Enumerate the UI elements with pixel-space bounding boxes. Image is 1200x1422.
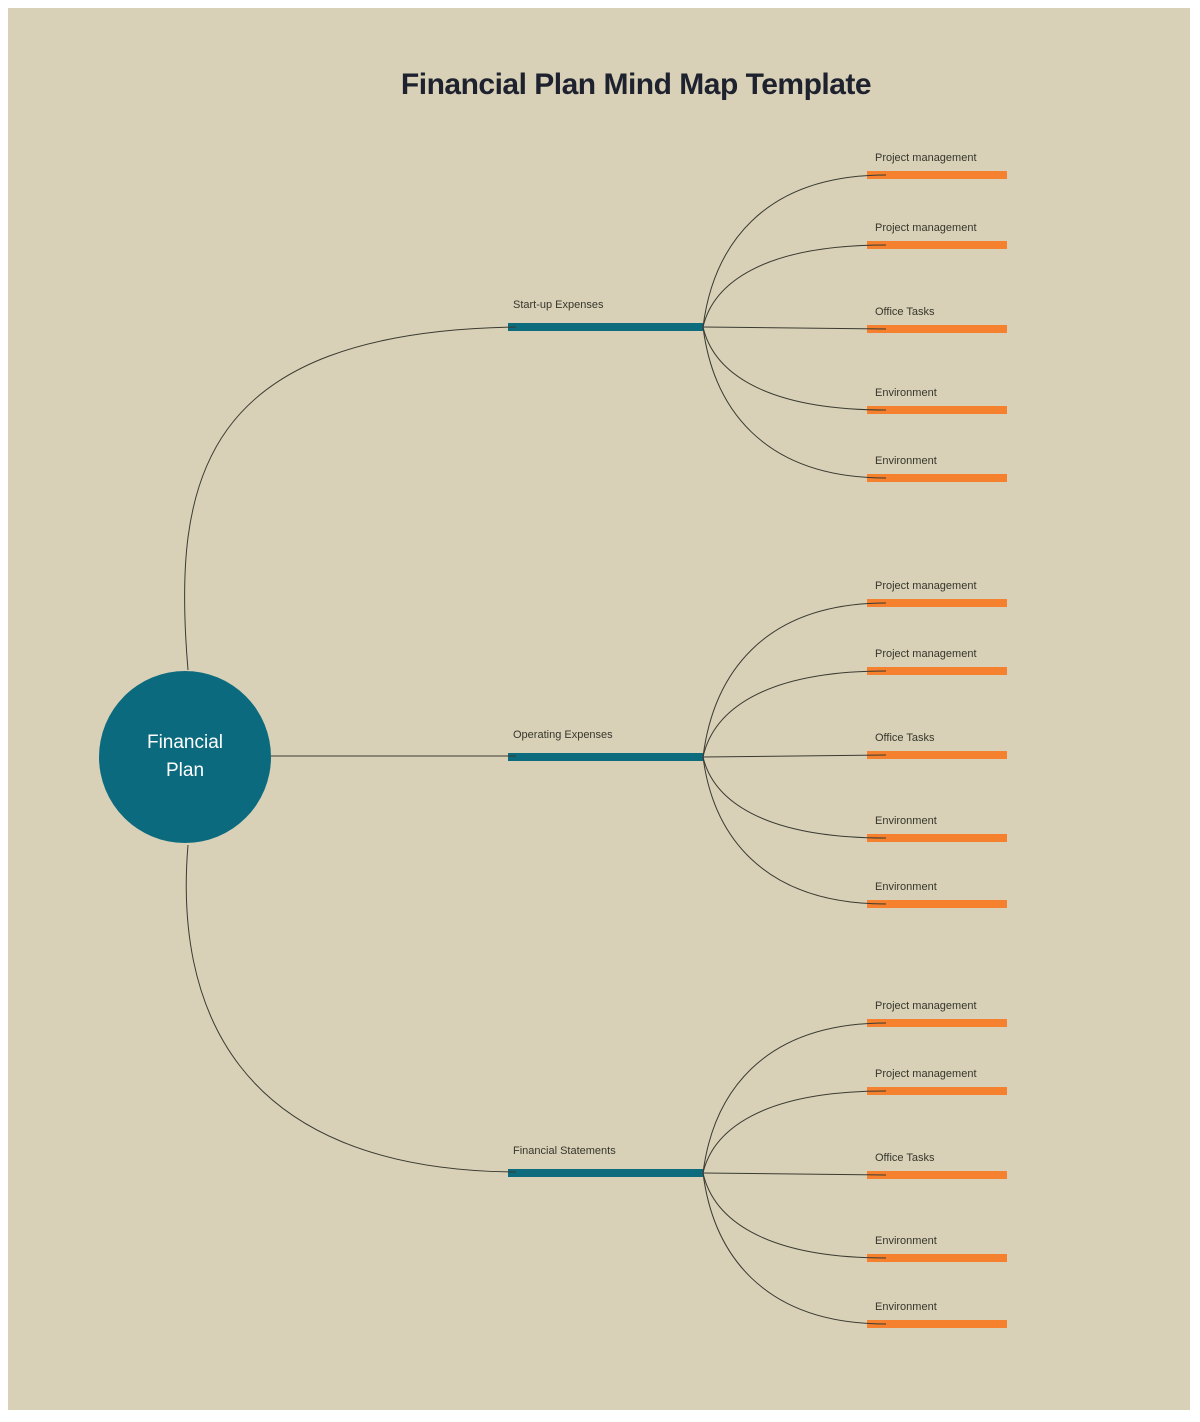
leaf-node-bar[interactable] [867, 599, 1007, 607]
leaf-node-label[interactable]: Project management [875, 648, 977, 660]
branch-node-bar[interactable] [508, 323, 703, 331]
branch-node-label[interactable]: Financial Statements [513, 1145, 616, 1157]
leaf-node-bar[interactable] [867, 1320, 1007, 1328]
leaf-node-bar[interactable] [867, 1087, 1007, 1095]
branch-node-bar[interactable] [508, 1169, 703, 1177]
leaf-node-label[interactable]: Environment [875, 455, 937, 467]
leaf-node-bar[interactable] [867, 325, 1007, 333]
root-node-financial-plan[interactable]: Financial Plan [99, 671, 271, 843]
branch-node-label[interactable]: Start-up Expenses [513, 299, 604, 311]
leaf-node-bar[interactable] [867, 1254, 1007, 1262]
leaf-node-bar[interactable] [867, 171, 1007, 179]
leaf-node-bar[interactable] [867, 667, 1007, 675]
diagram-title: Financial Plan Mind Map Template [400, 68, 872, 101]
branch-node-bar[interactable] [508, 753, 703, 761]
leaf-node-label[interactable]: Office Tasks [875, 1152, 935, 1164]
leaf-node-bar[interactable] [867, 1019, 1007, 1027]
leaf-node-bar[interactable] [867, 751, 1007, 759]
leaf-node-label[interactable]: Project management [875, 1068, 977, 1080]
root-node-label: Financial Plan [146, 732, 224, 781]
leaf-node-label[interactable]: Project management [875, 152, 977, 164]
leaf-node-bar[interactable] [867, 406, 1007, 414]
leaf-node-bar[interactable] [867, 241, 1007, 249]
leaf-node-label[interactable]: Project management [875, 580, 977, 592]
leaf-node-label[interactable]: Environment [875, 387, 937, 399]
leaf-node-label[interactable]: Project management [875, 222, 977, 234]
leaf-node-label[interactable]: Office Tasks [875, 306, 935, 318]
leaf-node-bar[interactable] [867, 1171, 1007, 1179]
leaf-node-label[interactable]: Office Tasks [875, 732, 935, 744]
leaf-node-label[interactable]: Environment [875, 881, 937, 893]
leaf-node-bar[interactable] [867, 474, 1007, 482]
branch-node-label[interactable]: Operating Expenses [513, 729, 613, 741]
leaf-node-bar[interactable] [867, 834, 1007, 842]
leaf-node-label[interactable]: Environment [875, 1235, 937, 1247]
leaf-node-label[interactable]: Environment [875, 1301, 937, 1313]
leaf-node-label[interactable]: Environment [875, 815, 937, 827]
leaf-node-bar[interactable] [867, 900, 1007, 908]
leaf-node-label[interactable]: Project management [875, 1000, 977, 1012]
